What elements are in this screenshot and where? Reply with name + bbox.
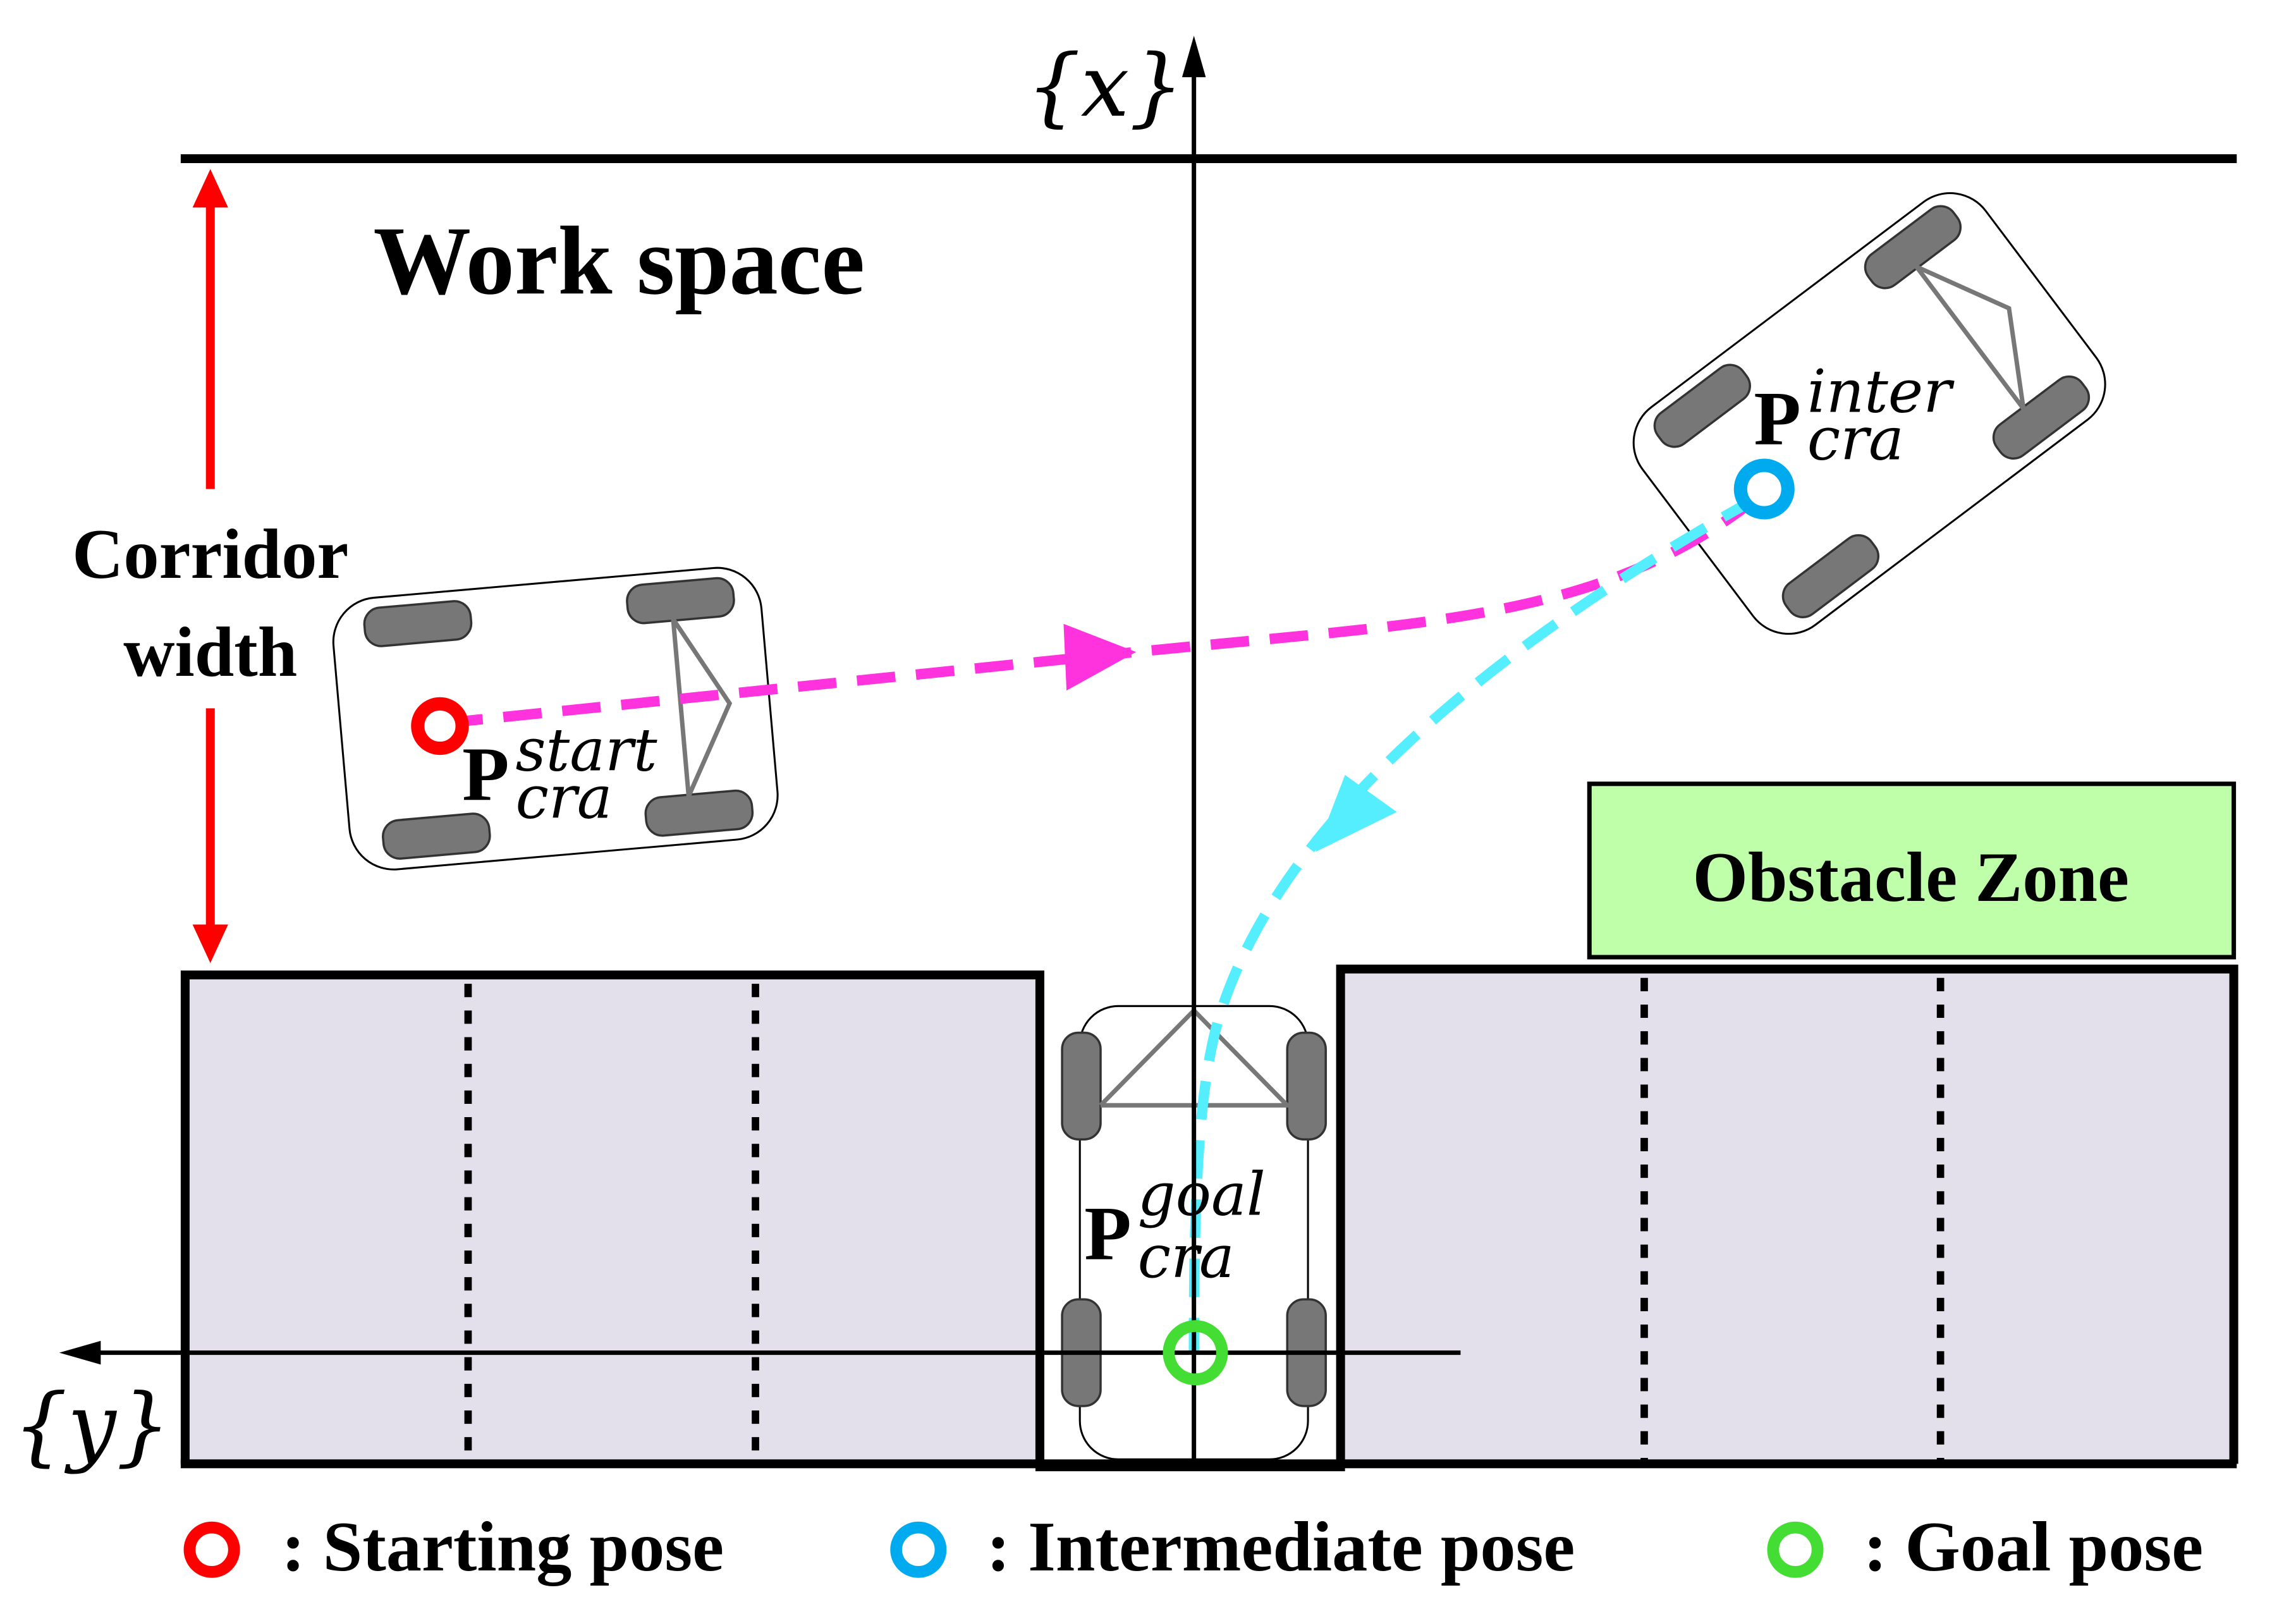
start-pose-label: P start cra [462,716,657,833]
goal-pose-marker [1163,1320,1228,1386]
start-pose-marker [411,697,469,755]
obstacle-zone-label: Obstacle Zone [1693,838,2129,917]
legend-goal-marker [1767,1521,1824,1578]
legend-start-label: : Starting pose [281,1508,724,1586]
start-pose-superscript: start [515,716,657,785]
inter-pose-subscript: cra [1807,405,1904,474]
goal-slot [1035,1462,1345,1472]
legend-start-marker [183,1521,240,1578]
legend: : Starting pose : Intermediate pose : Go… [183,1508,2203,1586]
parking-block-right [1336,964,2238,1464]
inter-pose-marker [1733,458,1795,520]
corridor-width-arrow [192,169,228,963]
goal-pose-symbol: P [1084,1191,1131,1276]
x-axis [1182,35,1206,1464]
y-axis-label: {y} [13,1376,171,1476]
inter-pose-superscript: inter [1807,358,1955,427]
obstacle-zone: Obstacle Zone [1587,781,2237,960]
inter-pose-label: P inter cra [1754,358,1955,474]
inter-pose-symbol: P [1754,376,1800,462]
path-start-to-inter-arrowhead [1063,623,1137,691]
y-axis [59,1340,1461,1365]
corridor-label-line-2: width [123,613,297,692]
goal-pose-subscript: cra [1138,1223,1235,1292]
goal-pose-label: P goal cra [1084,1161,1266,1292]
parking-block-left [180,970,1044,1464]
legend-inter-label: : Intermediate pose [987,1508,1575,1586]
legend-item-goal: : Goal pose [1767,1508,2203,1586]
path-inter-to-goal [1188,493,1760,1352]
legend-item-inter: : Intermediate pose [890,1508,1575,1586]
start-pose-subscript: cra [515,764,612,833]
legend-item-start: : Starting pose [183,1508,724,1586]
x-axis-label: {x} [1026,37,1184,137]
legend-goal-label: : Goal pose [1864,1508,2203,1586]
start-pose-symbol: P [462,732,509,817]
corridor-label-line-1: Corridor [72,515,348,594]
workspace-label: Work space [373,207,865,315]
goal-pose-superscript: goal [1138,1161,1266,1230]
path-inter-to-goal-arrowhead [1315,774,1397,852]
legend-inter-marker [890,1521,947,1578]
